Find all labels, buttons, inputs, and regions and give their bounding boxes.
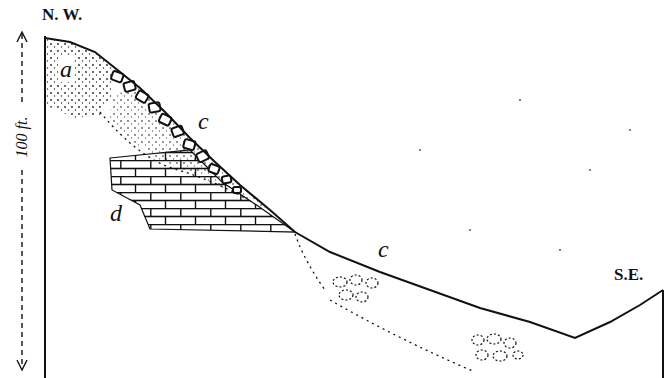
sand-bed	[45, 38, 115, 118]
scree-stipple	[110, 88, 270, 210]
boulders	[111, 71, 241, 193]
bed-letter: a	[58, 56, 74, 82]
bed-letter: c	[196, 108, 211, 134]
lower-boundary	[295, 234, 325, 290]
right-edge	[662, 290, 664, 378]
height-dimension	[17, 32, 27, 370]
limestone-bed	[110, 150, 295, 232]
lower-boulders	[333, 275, 523, 361]
specks	[419, 99, 631, 251]
lower-base	[330, 300, 475, 372]
dimension-label: 100 ft.	[13, 115, 31, 160]
ground-profile	[45, 38, 663, 338]
direction-label: S.E.	[612, 266, 645, 285]
bed-letter: d	[108, 200, 124, 226]
bed-letter: c	[376, 236, 391, 262]
deposit-boundary	[100, 112, 245, 198]
direction-label: N. W.	[40, 6, 84, 25]
